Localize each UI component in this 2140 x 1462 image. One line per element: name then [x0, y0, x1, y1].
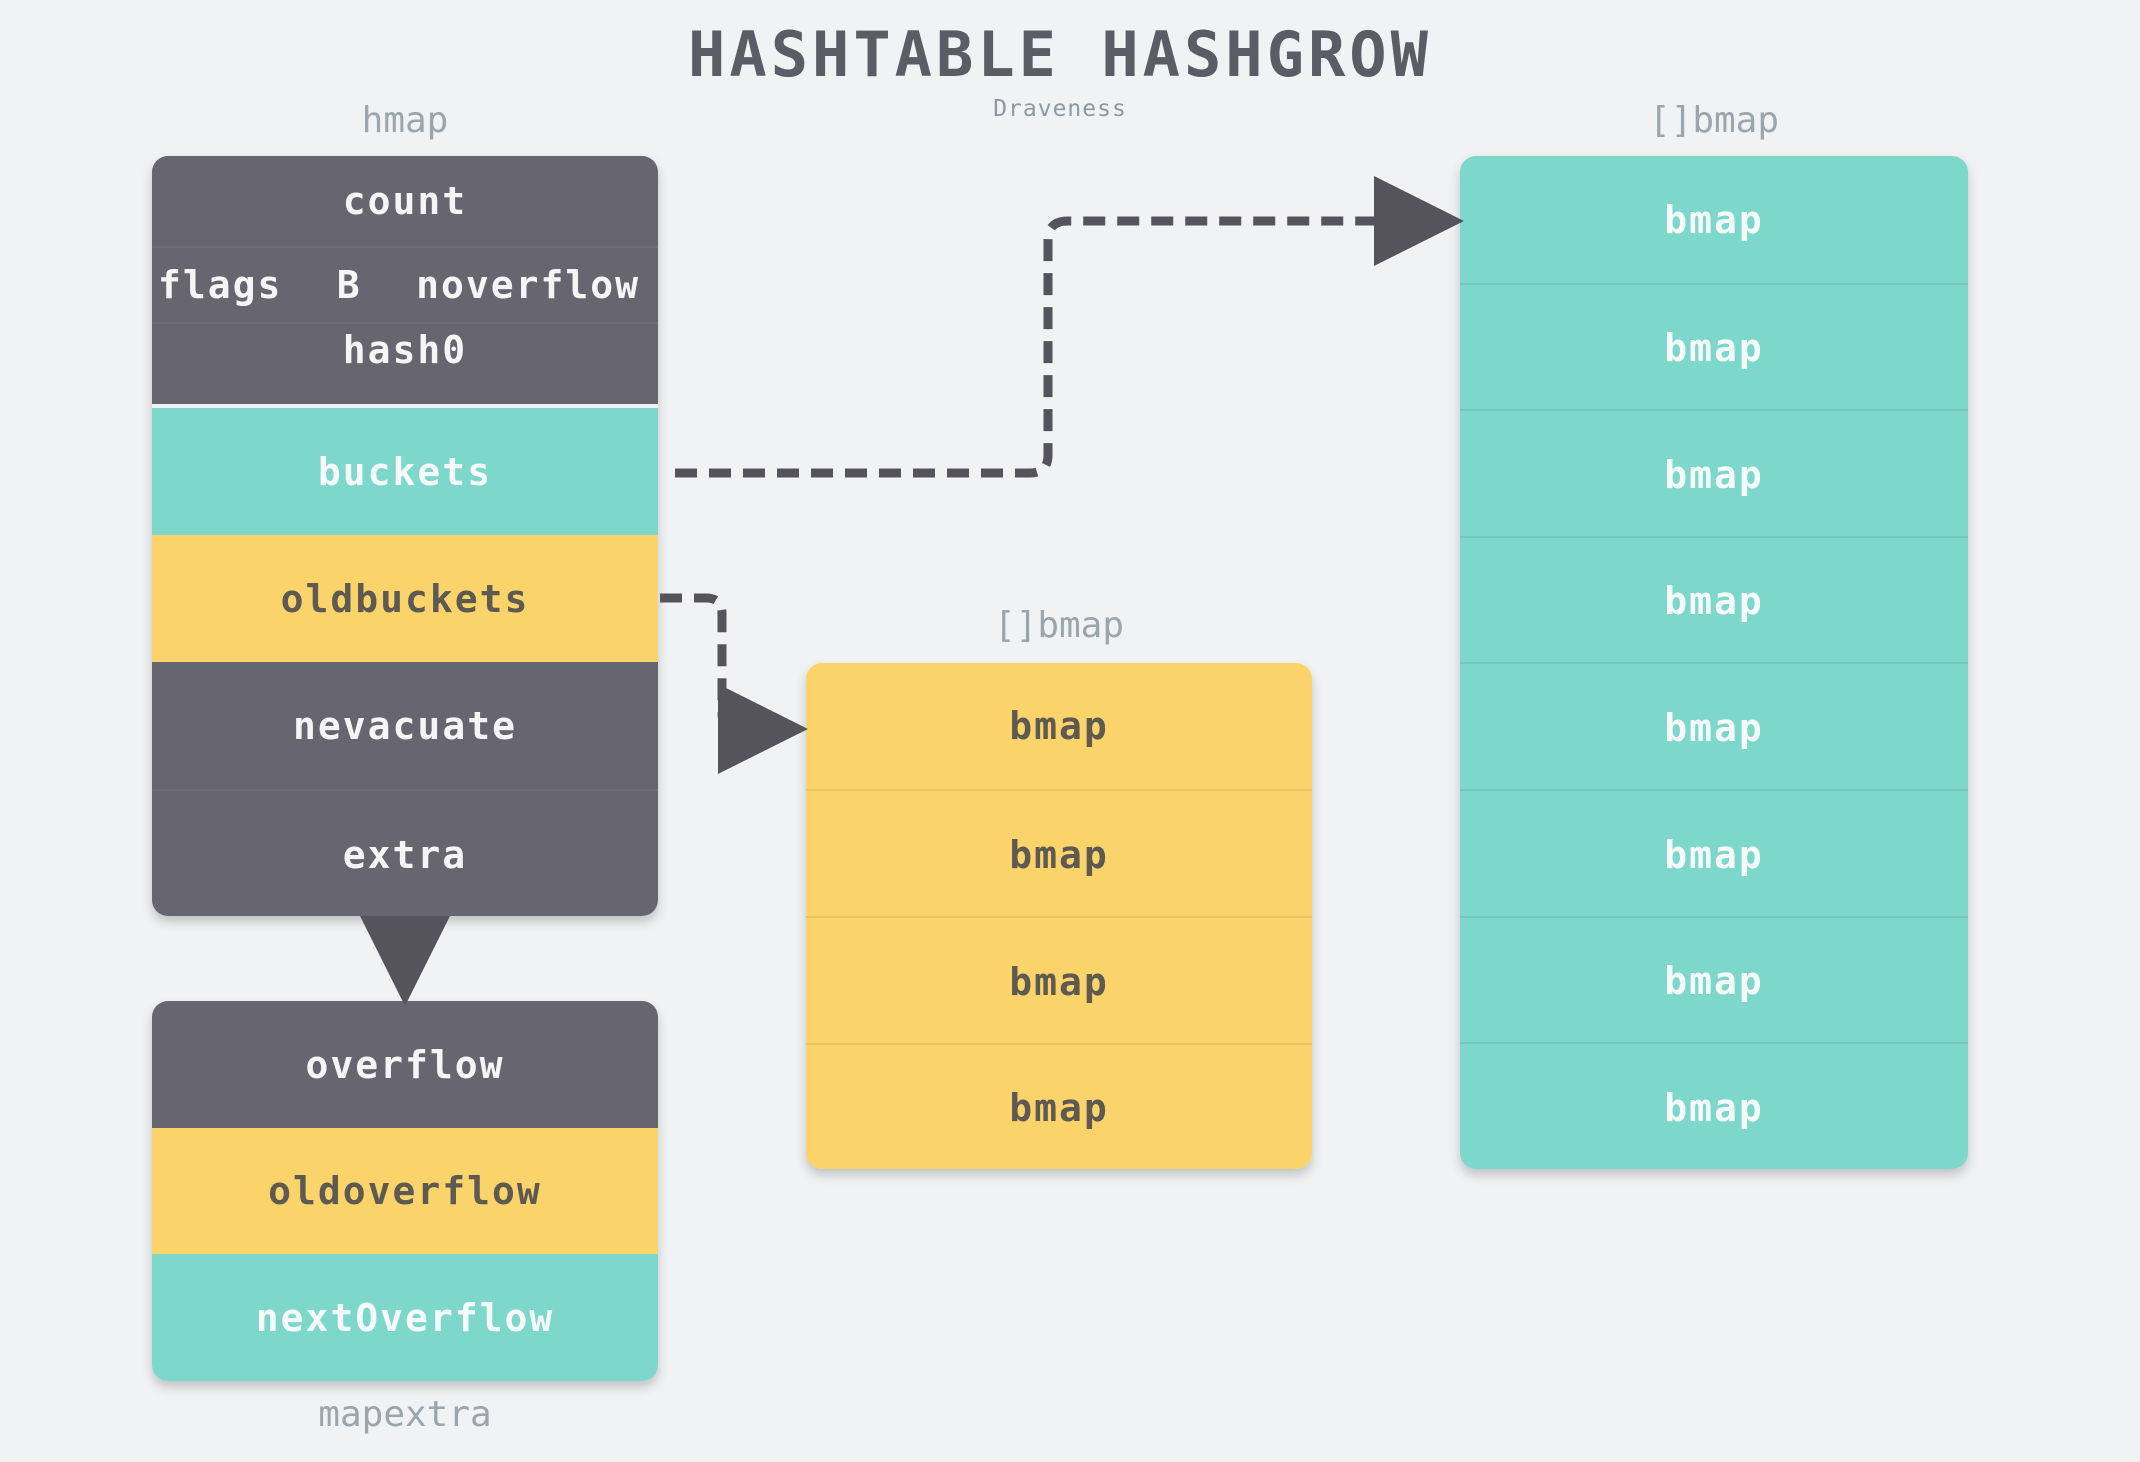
new-bucket-4: bmap — [1460, 662, 1968, 791]
old-buckets-label: []bmap — [993, 605, 1125, 646]
mapextra-oldoverflow-field: oldoverflow — [152, 1128, 658, 1254]
hmap-buckets-field: buckets — [152, 408, 658, 535]
hmap-b-field: B — [336, 263, 362, 307]
hmap-flags-field: flags — [158, 263, 283, 307]
old-bucket-0: bmap — [806, 663, 1312, 789]
new-buckets-array: bmap bmap bmap bmap bmap bmap bmap bmap — [1460, 156, 1968, 1169]
new-bucket-1: bmap — [1460, 283, 1968, 411]
mapextra-label: mapextra — [318, 1394, 492, 1435]
diagram-title: HASHTABLE HASHGROW — [688, 18, 1432, 91]
new-buckets-label: []bmap — [1648, 100, 1780, 141]
new-bucket-2: bmap — [1460, 409, 1968, 538]
hmap-label: hmap — [361, 100, 449, 141]
hmap-hash0-field: hash0 — [152, 322, 658, 404]
new-bucket-5: bmap — [1460, 789, 1968, 918]
new-bucket-7: bmap — [1460, 1042, 1968, 1169]
old-bucket-3: bmap — [806, 1043, 1312, 1169]
hmap-oldbuckets-field: oldbuckets — [152, 535, 658, 662]
mapextra-overflow-field: overflow — [152, 1001, 658, 1128]
buckets-pointer-arrow — [675, 176, 1464, 478]
old-buckets-array: bmap bmap bmap bmap — [806, 663, 1312, 1169]
hmap-noverflow-field: noverflow — [416, 263, 640, 307]
new-bucket-0: bmap — [1460, 156, 1968, 283]
new-bucket-3: bmap — [1460, 536, 1968, 664]
hmap-extra-field: extra — [152, 789, 658, 916]
new-bucket-6: bmap — [1460, 916, 1968, 1044]
old-bucket-1: bmap — [806, 789, 1312, 918]
hmap-count-field: count — [152, 156, 658, 246]
oldbuckets-pointer-arrow — [660, 593, 808, 774]
old-bucket-2: bmap — [806, 916, 1312, 1045]
mapextra-struct: overflow oldoverflow nextOverflow — [152, 1001, 658, 1381]
hmap-struct: count flags B noverflow hash0 buckets ol… — [152, 156, 658, 916]
diagram-subtitle: Draveness — [993, 96, 1127, 122]
hmap-nevacuate-field: nevacuate — [152, 662, 658, 789]
hmap-flags-row: flags B noverflow — [152, 246, 658, 322]
mapextra-nextoverflow-field: nextOverflow — [152, 1254, 658, 1381]
